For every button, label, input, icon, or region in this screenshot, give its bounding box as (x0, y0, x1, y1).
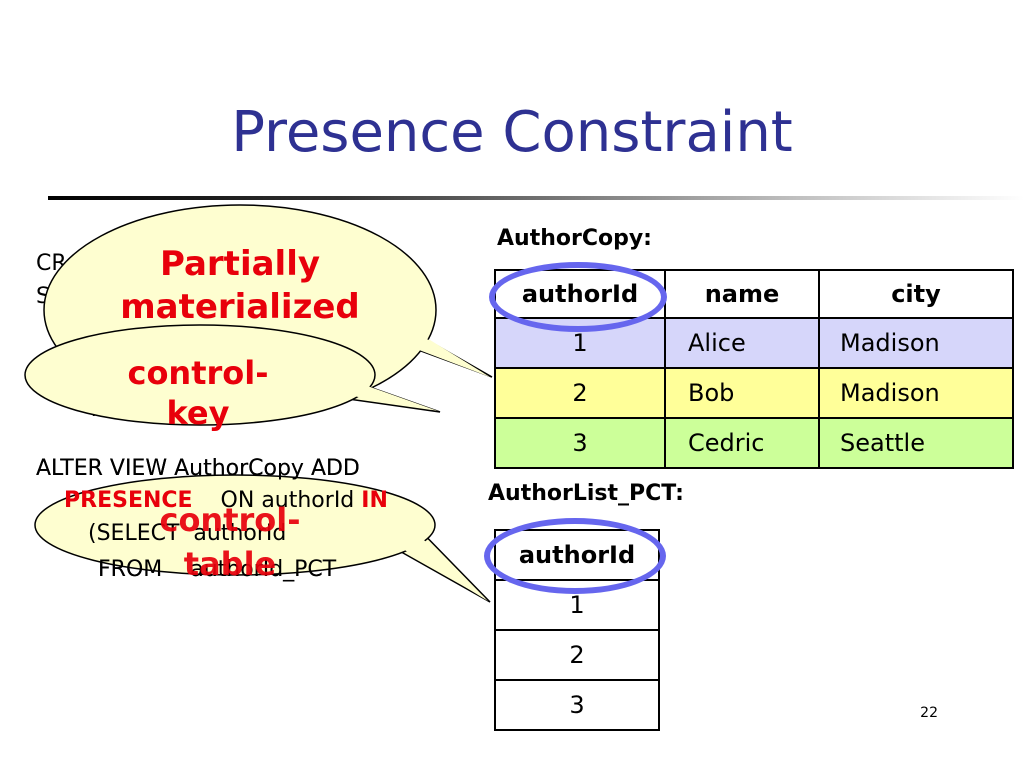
control-key-callout-bubble (24, 324, 441, 426)
cell-authorid: 3 (494, 417, 666, 469)
author-copy-label: AuthorCopy: (497, 226, 652, 251)
table-row: 3 (494, 679, 660, 731)
presence-keyword-overlay: PRESENCE (64, 488, 193, 513)
table-row: 1 Alice Madison (494, 317, 1014, 369)
sql-from-line-overlay: FROM authorId_PCT (98, 557, 337, 582)
sql-alter-line: ALTER VIEW AuthorCopy ADD (36, 456, 360, 481)
sql-select-line-overlay: (SELECT authorId (88, 521, 287, 546)
cell-authorid: 2 (494, 629, 660, 681)
cell-city: Seattle (818, 417, 1014, 469)
col-header-city: city (818, 269, 1014, 319)
table-row: 2 (494, 629, 660, 681)
partial-callout-label: Partially materialized (120, 244, 360, 327)
control-table-callout-bubble (34, 474, 491, 603)
cell-name: Bob (664, 367, 820, 419)
table-row: 2 Bob Madison (494, 367, 1014, 419)
col-header-name: name (664, 269, 820, 319)
slide-title: Presence Constraint (231, 100, 793, 165)
pct-authorid-highlight-ring (484, 518, 666, 594)
sql-alter-line-overlay: ALTER VIEW AuthorCopy ADD (36, 456, 360, 481)
cell-city: Madison (818, 367, 1014, 419)
page-number: 22 (920, 705, 938, 721)
cell-authorid: 2 (494, 367, 666, 419)
sql-presence-line-overlay: PRESENCE ON authorId IN (64, 487, 388, 515)
cell-authorid: 3 (494, 679, 660, 731)
authorid-highlight-ring (489, 262, 667, 332)
author-copy-table: authorId name city 1 Alice Madison 2 Bob… (494, 269, 1014, 469)
cell-name: Cedric (664, 417, 820, 469)
cell-name: Alice (664, 317, 820, 369)
title-divider (48, 196, 1024, 200)
control-key-callout-label: control-key (127, 354, 269, 432)
in-keyword-overlay: IN (361, 488, 388, 513)
author-list-pct-label: AuthorList_PCT: (488, 481, 684, 506)
table-row: 3 Cedric Seattle (494, 417, 1014, 469)
control-table-callout-label: control-table (159, 501, 301, 583)
cell-city: Madison (818, 317, 1014, 369)
on-clause-overlay: ON authorId (220, 488, 355, 513)
